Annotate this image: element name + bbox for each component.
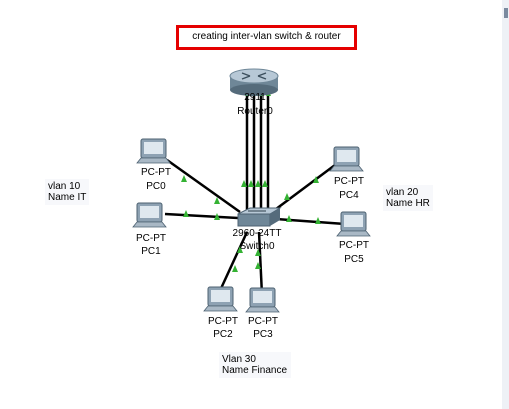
vlan30-id: Vlan 30: [222, 354, 256, 365]
vlan30-name: Name Finance: [222, 365, 288, 376]
pc2-name-label: PC2: [213, 329, 233, 340]
pc3-icon[interactable]: [245, 287, 280, 313]
title-text: creating inter-vlan switch & router: [179, 28, 354, 47]
pc4-name-label: PC4: [339, 190, 359, 201]
vlan10-id: vlan 10: [48, 181, 81, 192]
router-icon[interactable]: [229, 68, 279, 96]
pc5-type-label: PC-PT: [339, 240, 369, 251]
pc4-icon[interactable]: [329, 146, 364, 172]
pc3-type-label: PC-PT: [248, 316, 278, 327]
link-pc4-switch[interactable]: [271, 163, 336, 214]
edge-tab[interactable]: [504, 8, 508, 18]
link-pc3-switch[interactable]: [257, 231, 264, 296]
pc1-type-label: PC-PT: [136, 233, 166, 244]
vlan20-note[interactable]: vlan 20 Name HR: [383, 185, 433, 211]
pc1-icon[interactable]: [132, 202, 167, 228]
pc0-type-label: PC-PT: [141, 167, 171, 178]
switch-model-label: 2960-24TT: [232, 228, 282, 239]
switch-icon[interactable]: [237, 207, 282, 227]
pc1-name-label: PC1: [141, 246, 161, 257]
vlan20-name: Name HR: [386, 198, 430, 209]
pc5-name-label: PC5: [344, 254, 364, 265]
pc2-type-label: PC-PT: [208, 316, 238, 327]
pc0-name-label: PC0: [146, 181, 166, 192]
vlan30-note[interactable]: Vlan 30 Name Finance: [219, 352, 291, 378]
pc0-icon[interactable]: [136, 138, 171, 164]
link-pc2-switch[interactable]: [216, 231, 249, 296]
router-name-label: Router0: [237, 106, 273, 117]
vlan10-note[interactable]: vlan 10 Name IT: [45, 179, 90, 205]
title-note[interactable]: creating inter-vlan switch & router: [176, 25, 357, 50]
link-pc1-switch[interactable]: [164, 212, 239, 220]
pc2-icon[interactable]: [203, 286, 238, 312]
vlan20-id: vlan 20: [386, 187, 419, 198]
link-pc0-switch[interactable]: [166, 158, 241, 214]
pc3-name-label: PC3: [253, 329, 273, 340]
vlan10-name: Name IT: [48, 192, 87, 203]
router-model-label: 2911: [244, 92, 266, 103]
pc4-type-label: PC-PT: [334, 176, 364, 187]
switch-name-label: Switch0: [239, 241, 275, 252]
pc5-icon[interactable]: [336, 211, 371, 237]
right-scroll-edge[interactable]: [502, 0, 509, 409]
